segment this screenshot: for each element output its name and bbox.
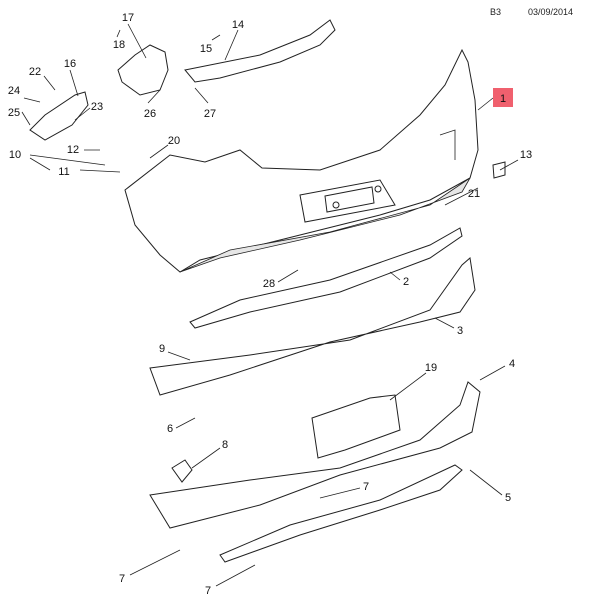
callout-1[interactable]: 1	[500, 93, 506, 105]
callout-20[interactable]: 20	[168, 135, 180, 147]
callout-7[interactable]: 7	[205, 585, 211, 597]
plate-bracket[interactable]	[311, 394, 401, 459]
callout-12[interactable]: 12	[67, 144, 79, 156]
callout-24[interactable]: 24	[8, 85, 20, 97]
lower-cover[interactable]	[149, 381, 481, 529]
bracket-17[interactable]	[117, 44, 169, 96]
callout-14[interactable]: 14	[232, 19, 244, 31]
callout-19[interactable]: 19	[425, 362, 437, 374]
callout-27[interactable]: 27	[204, 108, 216, 120]
callout-2[interactable]: 2	[403, 276, 409, 288]
callout-25[interactable]: 25	[8, 107, 20, 119]
callout-18[interactable]: 18	[113, 39, 125, 51]
callout-22[interactable]: 22	[29, 66, 41, 78]
lower-trim[interactable]	[189, 227, 463, 329]
diagram-date: 03/09/2014	[528, 7, 573, 17]
highlight-box	[493, 88, 513, 107]
callout-11[interactable]: 11	[58, 166, 69, 178]
callout-10[interactable]: 10	[9, 149, 21, 161]
callout-28[interactable]: 28	[263, 278, 275, 290]
bracket-8[interactable]	[171, 459, 193, 483]
bumper-cover[interactable]	[124, 48, 479, 273]
impact-bar[interactable]	[184, 19, 336, 83]
callout-26[interactable]: 26	[144, 108, 156, 120]
section-code: B3	[490, 7, 501, 17]
callout-16[interactable]: 16	[64, 58, 76, 70]
callout-7[interactable]: 7	[119, 573, 125, 585]
callout-labels: 1 2 3 4 5 6 7 7 7 8 9 10 11 12 13 14 15 …	[8, 12, 532, 597]
callout-21[interactable]: 21	[468, 188, 480, 200]
callout-13[interactable]: 13	[520, 149, 532, 161]
callout-9[interactable]: 9	[159, 343, 165, 355]
valance[interactable]	[149, 257, 476, 396]
callout-4[interactable]: 4	[509, 358, 515, 370]
callout-5[interactable]: 5	[505, 492, 511, 504]
callout-17[interactable]: 17	[122, 12, 134, 24]
callout-3[interactable]: 3	[457, 325, 463, 337]
callout-6[interactable]: 6	[167, 423, 173, 435]
tow-cover[interactable]	[492, 161, 506, 179]
callout-15[interactable]: 15	[200, 43, 212, 55]
callout-23[interactable]: 23	[91, 101, 103, 113]
leader-lines	[21, 23, 519, 587]
diffuser[interactable]	[219, 464, 463, 563]
callout-7[interactable]: 7	[363, 481, 369, 493]
callout-8[interactable]: 8	[222, 439, 228, 451]
bracket-16[interactable]	[29, 91, 89, 141]
